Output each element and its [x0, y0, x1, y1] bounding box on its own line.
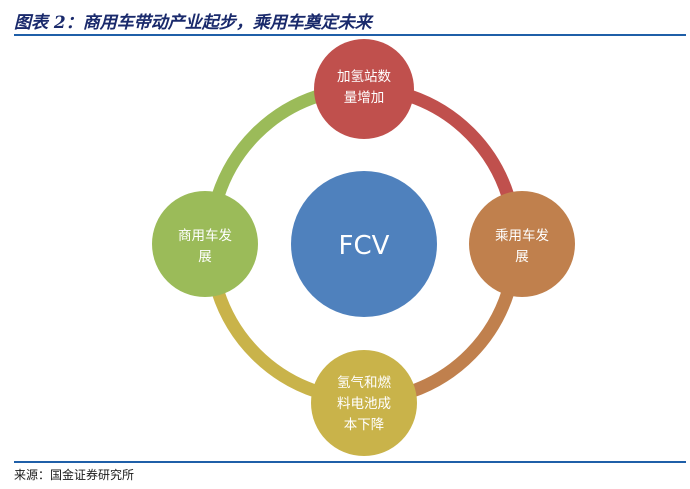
figure-title: 图表 2：商用车带动产业起步，乘用车奠定未来: [14, 13, 372, 33]
arc-bottom-left: [211, 289, 321, 399]
footer-divider: [14, 461, 686, 463]
node-left-circle: [152, 191, 258, 297]
node-right-circle: [469, 191, 575, 297]
arc-right-bottom: [407, 289, 515, 399]
node-bottom-line-2: 料电池成: [337, 396, 391, 412]
source-note: 来源：国金证券研究所: [14, 468, 135, 482]
node-bottom-line-1: 氢气和燃: [337, 374, 391, 391]
node-left-line-1: 商用车发: [178, 227, 232, 244]
node-bottom-circle: [311, 350, 417, 456]
node-right-line-2: 展: [515, 249, 529, 265]
center-circle: [291, 171, 437, 317]
figure-title-bar: 图表 2：商用车带动产业起步，乘用车奠定未来: [14, 4, 686, 36]
node-bottom-line-3: 本下降: [344, 417, 385, 433]
node-bottom: 氢气和燃 料电池成 本下降: [311, 350, 417, 456]
node-right: 乘用车发 展: [469, 191, 575, 297]
node-right-line-1: 乘用车发: [495, 227, 549, 244]
node-top: 加氢站数 量增加: [314, 39, 414, 139]
node-top-line-2: 量增加: [344, 90, 385, 106]
arc-top-right: [407, 89, 515, 199]
center-label: FCV: [339, 231, 390, 261]
arc-left-top: [211, 89, 321, 199]
node-top-line-1: 加氢站数: [337, 69, 391, 85]
node-left: 商用车发 展: [152, 191, 258, 297]
node-top-circle: [314, 39, 414, 139]
node-left-line-2: 展: [198, 249, 212, 265]
